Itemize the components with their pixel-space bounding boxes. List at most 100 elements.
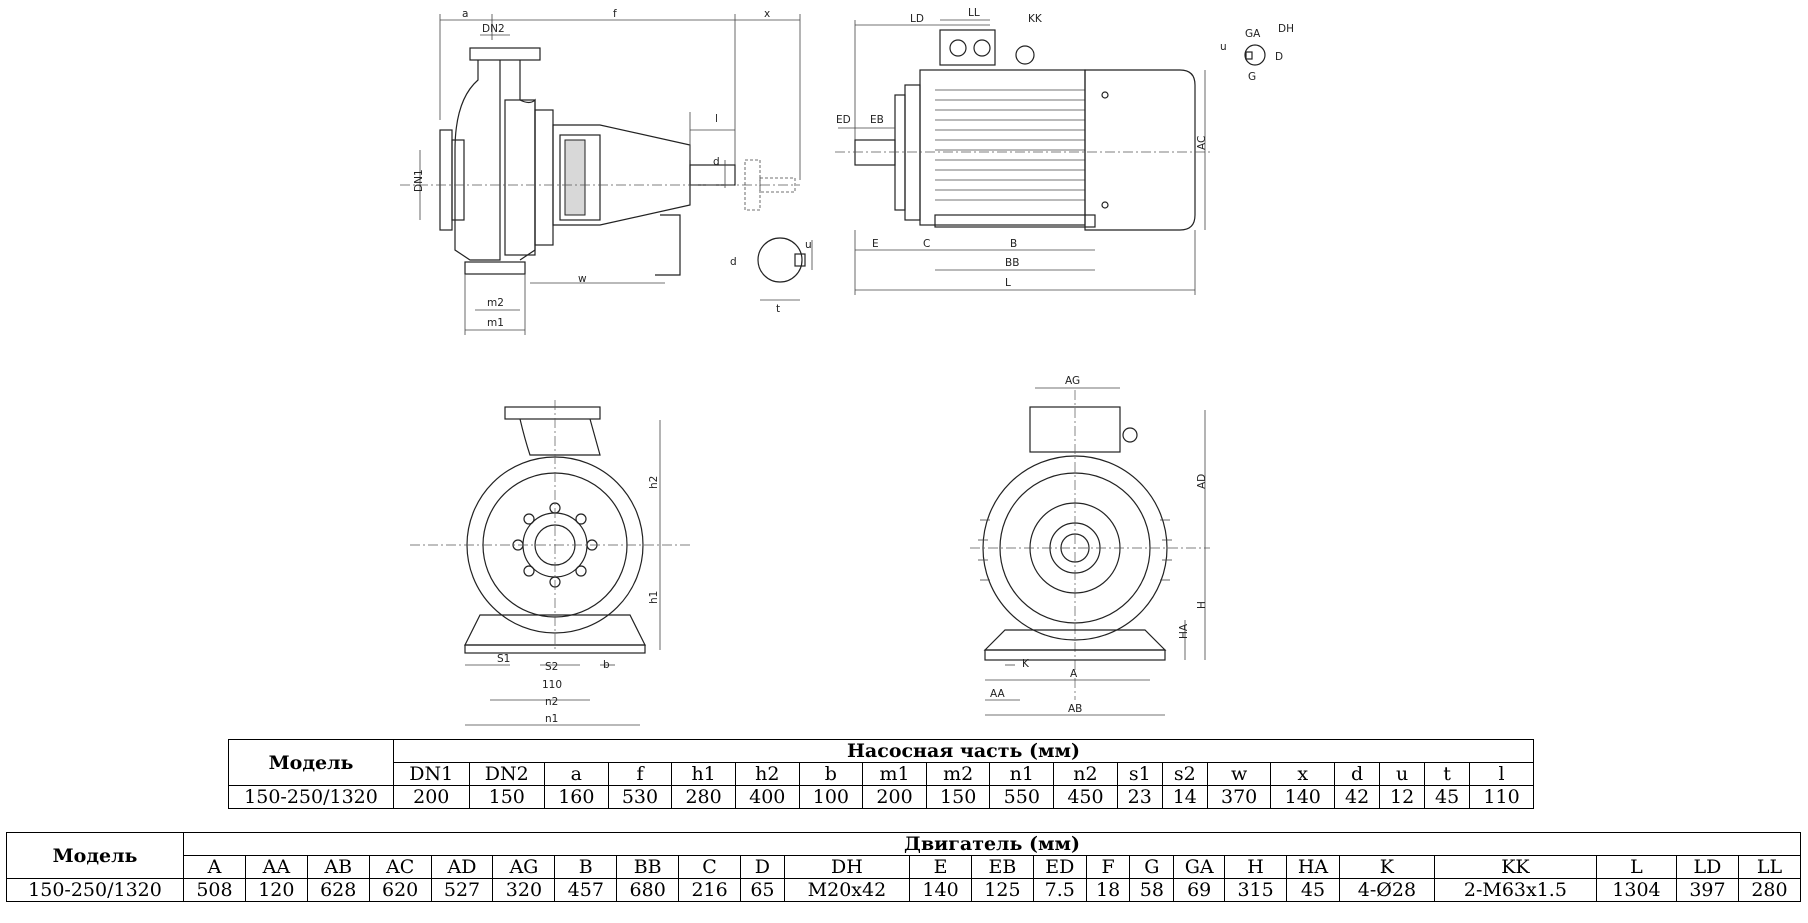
pump-value-cell: 45	[1424, 785, 1471, 809]
pump-col-header: s2	[1161, 762, 1208, 786]
pump-col-header: w	[1206, 762, 1272, 786]
dim-l-total: L	[1005, 277, 1011, 289]
dim-x: x	[764, 8, 770, 20]
pump-value-cell: 150	[925, 785, 991, 809]
motor-value-cell: 628	[306, 878, 370, 902]
dim-bb: BB	[1005, 257, 1019, 269]
dim-dn1: DN1	[413, 169, 425, 192]
motor-value-cell: 315	[1224, 878, 1288, 902]
dim-k: K	[1022, 658, 1030, 670]
motor-col-header: D	[740, 855, 785, 879]
motor-col-header: LD	[1676, 855, 1739, 879]
dim-b2: b	[603, 659, 610, 671]
motor-value-cell: 508	[183, 878, 246, 902]
pump-value-cell: 450	[1053, 785, 1118, 809]
motor-col-header: EB	[970, 855, 1034, 879]
pump-header-row: Модель Насосная часть (мм)	[228, 739, 1534, 786]
dim-d-upper: D	[1275, 51, 1283, 63]
dim-eb: EB	[870, 114, 884, 126]
motor-col-header: ED	[1032, 855, 1087, 879]
drawing-canvas: a f x DN2 DN1 l d w m2 m1 d u t	[400, 7, 1294, 726]
pump-value-cell: 160	[544, 785, 609, 809]
pump-col-header: x	[1270, 762, 1336, 786]
motor-col-header: BB	[616, 855, 680, 879]
motor-col-header: G	[1129, 855, 1175, 879]
dim-m2: m2	[487, 297, 504, 309]
pump-col-header: m1	[862, 762, 927, 786]
dim-ga: GA	[1245, 28, 1261, 40]
motor-col-header: AC	[368, 855, 432, 879]
dim-f: f	[613, 8, 617, 20]
dim-aa: AA	[990, 688, 1005, 700]
dim-w: w	[578, 273, 587, 285]
motor-value-cell: 45	[1286, 878, 1340, 902]
pump-value-cell: 200	[393, 785, 470, 809]
dim-g: G	[1248, 71, 1256, 83]
pump-col-header: h2	[734, 762, 800, 786]
pump-col-header: DN1	[393, 762, 470, 786]
motor-col-header: C	[678, 855, 742, 879]
dim-l: l	[715, 113, 718, 125]
motor-side-view: LD LL KK ED EB AC E C B BB L GA DH u D G	[835, 7, 1294, 295]
motor-value-cell: 125	[970, 878, 1034, 902]
dim-ed: ED	[836, 114, 851, 126]
motor-value-cell: 58	[1129, 878, 1175, 902]
motor-col-header: HA	[1286, 855, 1340, 879]
motor-value-cell: 65	[740, 878, 785, 902]
dim-h: H	[1196, 601, 1208, 609]
pump-value-cell: 150	[468, 785, 545, 809]
pump-col-header: n1	[989, 762, 1055, 786]
pump-value-cell: 23	[1116, 785, 1163, 809]
motor-col-header: LL	[1737, 855, 1802, 879]
pump-col-header: h1	[671, 762, 736, 786]
dim-110: 110	[542, 679, 562, 691]
motor-col-header: A	[183, 855, 246, 879]
pump-model-header: Модель	[228, 739, 394, 786]
pump-col-header: a	[544, 762, 609, 786]
dim-c: C	[923, 238, 930, 250]
dim-t: t	[776, 303, 780, 315]
motor-model-header: Модель	[6, 832, 184, 879]
pump-value-cell: 550	[989, 785, 1055, 809]
dim-b: B	[1010, 238, 1017, 250]
pump-col-header: u	[1379, 762, 1426, 786]
pump-col-header: l	[1469, 762, 1534, 786]
dim-dn2: DN2	[482, 23, 505, 35]
dim-h1: h1	[648, 591, 660, 604]
pump-side-view: a f x DN2 DN1 l d w m2 m1 d u t	[400, 8, 813, 335]
motor-value-cell: 120	[244, 878, 308, 902]
motor-value-cell: 320	[492, 878, 556, 902]
motor-value-cell: 4-Ø28	[1338, 878, 1435, 902]
motor-model-cell: 150-250/1320	[6, 878, 184, 902]
pump-value-cell: 200	[862, 785, 927, 809]
dim-ha: HA	[1178, 623, 1190, 639]
dim-ab: AB	[1068, 703, 1082, 715]
motor-value-cell: 457	[554, 878, 618, 902]
motor-col-header: KK	[1433, 855, 1597, 879]
dim-ad: AD	[1196, 474, 1208, 489]
technical-drawing: a f x DN2 DN1 l d w m2 m1 d u t	[400, 7, 1294, 726]
motor-col-header: AB	[306, 855, 370, 879]
motor-value-cell: 620	[368, 878, 432, 902]
motor-col-header: DH	[783, 855, 911, 879]
dim-ag: AG	[1065, 375, 1080, 387]
motor-value-cell: 397	[1676, 878, 1739, 902]
dim-ac: AC	[1196, 136, 1208, 150]
motor-value-cell: 527	[430, 878, 494, 902]
pump-value-cell: 280	[671, 785, 736, 809]
motor-value-cell: 280	[1737, 878, 1802, 902]
pump-value-cell: 530	[607, 785, 673, 809]
motor-col-header: AA	[244, 855, 308, 879]
dim-m1: m1	[487, 317, 504, 329]
pump-col-header: d	[1334, 762, 1381, 786]
motor-col-header: L	[1595, 855, 1678, 879]
dim-n2: n2	[545, 696, 558, 708]
pump-front-view: h2 h1 S1 S2 110 b n2 n1	[410, 400, 690, 726]
pump-value-cell: 140	[1270, 785, 1336, 809]
